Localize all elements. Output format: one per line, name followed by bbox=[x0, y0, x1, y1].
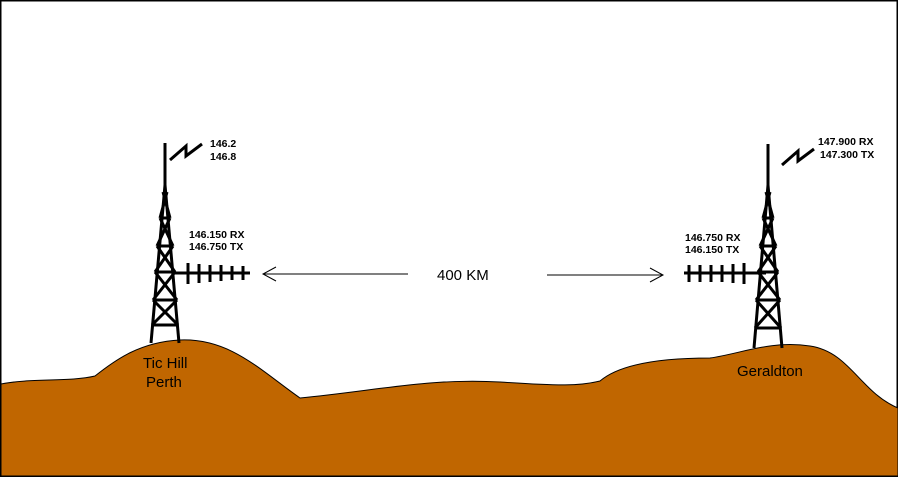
left-location-line1: Tic Hill bbox=[143, 355, 187, 372]
right-lightning-icon bbox=[781, 147, 815, 167]
left-distance-arrow bbox=[261, 266, 408, 282]
right-distance-arrow bbox=[547, 267, 665, 283]
right-antenna-rx: 146.750 RX bbox=[685, 232, 740, 244]
right-top-tx: 147.300 TX bbox=[820, 149, 874, 161]
right-top-rx: 147.900 RX bbox=[818, 136, 873, 148]
left-antenna-tx: 146.750 TX bbox=[189, 241, 243, 253]
left-tower bbox=[149, 143, 181, 344]
left-top-freq-2: 146.8 bbox=[210, 151, 236, 163]
right-yagi-antenna-icon bbox=[684, 263, 766, 284]
left-antenna-rx: 146.150 RX bbox=[189, 229, 244, 241]
right-location: Geraldton bbox=[737, 363, 803, 380]
distance-label: 400 KM bbox=[437, 267, 489, 284]
left-yagi-antenna-icon bbox=[172, 263, 250, 284]
right-tower bbox=[752, 144, 784, 349]
left-location-line2: Perth bbox=[146, 374, 182, 391]
right-antenna-tx: 146.150 TX bbox=[685, 244, 739, 256]
left-top-freq-1: 146.2 bbox=[210, 138, 236, 150]
ground-terrain bbox=[0, 339, 898, 477]
left-lightning-icon bbox=[169, 142, 203, 162]
